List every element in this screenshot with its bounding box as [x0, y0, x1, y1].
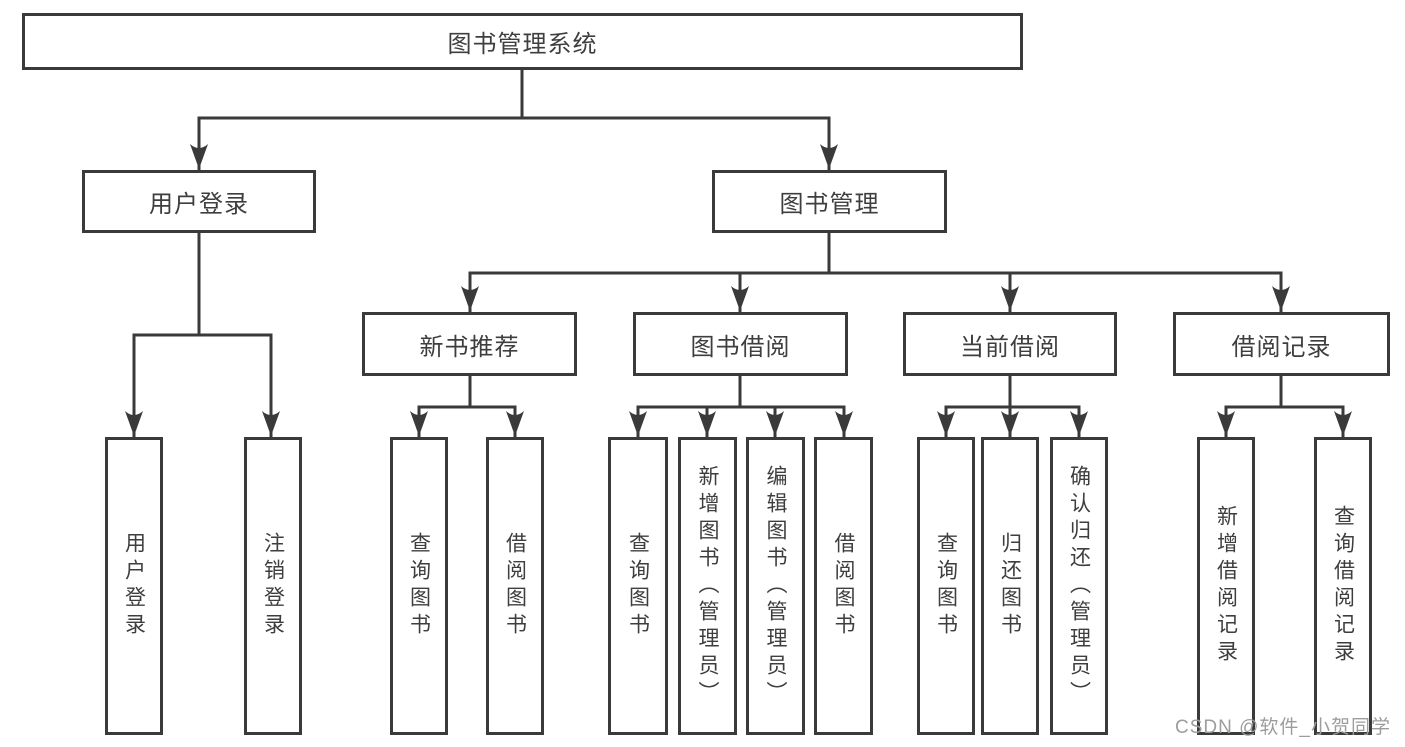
node-new-book-recommendation: 新书推荐 — [362, 312, 577, 376]
node-leaf-add-borrow-record: 新增借阅记录 — [1197, 437, 1255, 735]
node-label: 查询借阅记录 — [1331, 505, 1355, 667]
node-label: 用户登录 — [122, 532, 146, 640]
edges-new-book-recommendation — [410, 374, 524, 438]
node-leaf-query-borrow-record: 查询借阅记录 — [1314, 437, 1372, 735]
node-leaf-return-books: 归还图书 — [981, 437, 1039, 735]
node-leaf-user-login: 用户登录 — [105, 437, 163, 735]
node-user-login: 用户登录 — [82, 170, 316, 233]
node-leaf-query-books-borrowing: 查询图书 — [608, 437, 668, 735]
node-leaf-edit-books-admin: 编辑图书（管理员） — [746, 437, 805, 735]
node-leaf-borrow-books: 借阅图书 — [814, 437, 873, 735]
node-label: 借阅图书 — [832, 532, 855, 640]
node-book-borrowing: 图书借阅 — [633, 312, 848, 376]
node-label: 借阅图书 — [503, 532, 527, 640]
node-book-management: 图书管理 — [712, 170, 947, 233]
node-label: 图书借阅 — [690, 333, 791, 361]
node-leaf-confirm-return-admin: 确认归还（管理员） — [1050, 437, 1108, 735]
node-label: 新书推荐 — [419, 333, 520, 361]
node-label: 查询图书 — [626, 532, 650, 640]
node-label: 新增借阅记录 — [1214, 505, 1238, 667]
node-label: 借阅记录 — [1231, 333, 1332, 361]
node-label: 查询图书 — [934, 532, 958, 640]
node-library-management-system: 图书管理系统 — [22, 13, 1023, 70]
edges-book-management-to-level3 — [461, 231, 1290, 313]
node-label: 归还图书 — [998, 532, 1022, 640]
node-leaf-query-books-current: 查询图书 — [917, 437, 975, 735]
edges-user-login-to-leaves — [125, 231, 280, 438]
node-label: 用户登录 — [149, 191, 249, 218]
node-borrowing-records: 借阅记录 — [1173, 312, 1390, 376]
edges-book-borrowing — [629, 374, 853, 438]
node-current-borrowing: 当前借阅 — [903, 312, 1117, 376]
node-label: 新增图书（管理员） — [696, 464, 719, 708]
node-label: 确认归还（管理员） — [1067, 464, 1091, 708]
node-label: 注销登录 — [261, 532, 285, 640]
node-label: 编辑图书（管理员） — [764, 464, 787, 708]
edges-borrowing-records — [1217, 374, 1352, 438]
node-label: 图书管理系统 — [447, 31, 598, 58]
node-label: 当前借阅 — [960, 333, 1060, 361]
node-label: 查询图书 — [407, 532, 431, 640]
node-leaf-query-books-recommend: 查询图书 — [390, 437, 448, 735]
edges-root-to-level2 — [190, 68, 838, 171]
node-label: 图书管理 — [779, 191, 880, 218]
edges-current-borrowing — [937, 374, 1088, 438]
node-leaf-add-books-admin: 新增图书（管理员） — [678, 437, 737, 735]
node-leaf-logout: 注销登录 — [244, 437, 302, 735]
node-leaf-borrow-books-recommend: 借阅图书 — [486, 437, 544, 735]
csdn-watermark: CSDN @软件_小贺同学 — [1175, 717, 1391, 738]
